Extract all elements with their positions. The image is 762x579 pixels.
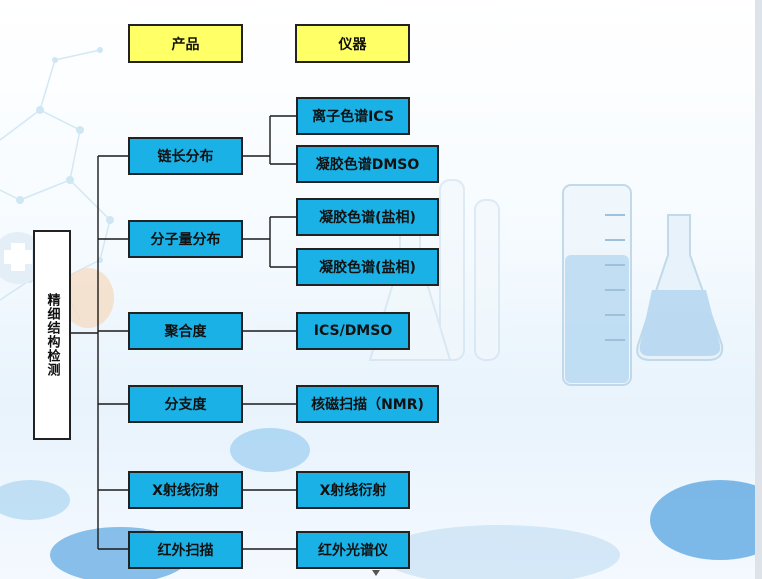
- instrument-node: 凝胶色谱DMSO: [296, 145, 439, 183]
- product-node: 链长分布: [128, 137, 243, 175]
- scroll-marker-icon: [372, 570, 380, 576]
- product-node: 分支度: [128, 385, 243, 423]
- instrument-node: 离子色谱ICS: [296, 97, 410, 135]
- header-product: 产品: [128, 24, 243, 63]
- product-node: 聚合度: [128, 312, 243, 350]
- instrument-node: ICS/DMSO: [296, 312, 410, 350]
- product-node: 分子量分布: [128, 220, 243, 258]
- instrument-node: X射线衍射: [296, 471, 410, 509]
- instrument-node: 凝胶色谱(盐相): [296, 248, 439, 286]
- root-label: 精细结构检测: [44, 293, 60, 377]
- root-node: 精细结构检测: [33, 230, 71, 440]
- product-node: X射线衍射: [128, 471, 243, 509]
- instrument-node: 核磁扫描（NMR): [296, 385, 439, 423]
- instrument-node: 凝胶色谱(盐相): [296, 198, 439, 236]
- header-instrument: 仪器: [295, 24, 410, 63]
- instrument-node: 红外光谱仪: [296, 531, 410, 569]
- product-node: 红外扫描: [128, 531, 243, 569]
